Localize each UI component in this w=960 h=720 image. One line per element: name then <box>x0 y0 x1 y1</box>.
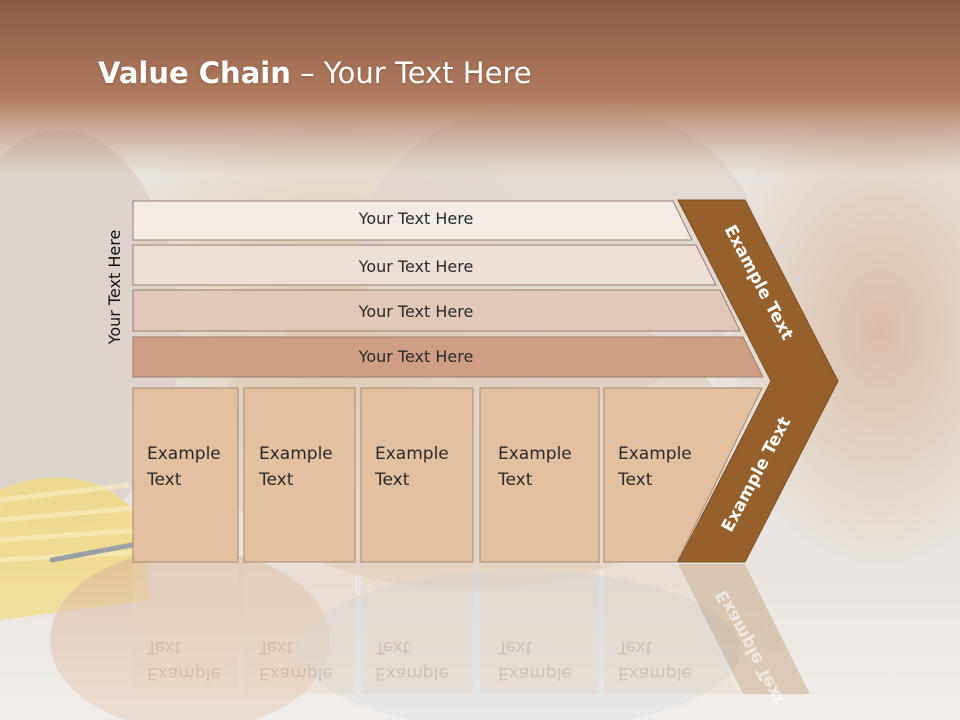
box-2-reflection <box>244 564 355 694</box>
box-3-reflection <box>361 564 473 694</box>
band-2-shape <box>132 244 717 286</box>
box-3: Example Text <box>360 387 474 563</box>
box-2-label-line2: Text <box>258 470 294 490</box>
box-2-label-line1: Example <box>259 444 333 464</box>
box-3-label-line1: Example <box>375 444 449 464</box>
box-1-reflection-line2: Text <box>146 637 182 657</box>
box-1-label-line1: Example <box>147 444 221 464</box>
box-4-shape <box>479 387 600 563</box>
box-1-reflection <box>133 564 238 694</box>
box-2-reflection-line2: Text <box>258 637 294 657</box>
box-4-reflection <box>480 564 599 694</box>
box-2-reflection-line1: Example <box>259 663 333 683</box>
box-4-label-line2: Text <box>497 470 533 490</box>
box-5: Example Text <box>603 387 763 563</box>
box-3-reflection-line1: Example <box>375 663 449 683</box>
box-1-reflection-line1: Example <box>147 663 221 683</box>
box-3-label-line2: Text <box>374 470 410 490</box>
band-3-shape <box>132 289 741 332</box>
box-1: Example Text <box>132 387 239 563</box>
box-1-shape <box>132 387 239 563</box>
chevron-shape <box>677 199 839 563</box>
title-bold: Value Chain <box>98 56 291 90</box>
box-5-shape <box>603 387 763 563</box>
box-4-label-line1: Example <box>498 444 572 464</box>
band-3-label: Your Text Here <box>358 302 474 321</box>
box-5-reflection-line1: Example <box>618 663 692 683</box>
box-4-reflection-line2: Text <box>497 637 533 657</box>
chevron-reflection <box>678 564 810 694</box>
box-3-reflection-line2: Text <box>374 637 410 657</box>
band-2-label: Your Text Here <box>358 257 474 276</box>
box-4-reflection-line1: Example <box>498 663 572 683</box>
box-3-shape <box>360 387 474 563</box>
box-2: Example Text <box>243 387 356 563</box>
diagram-reflection <box>133 564 810 694</box>
title-rest: – Your Text Here <box>290 56 532 90</box>
slide-title: Value Chain – Your Text Here <box>98 56 532 90</box>
band-1-shape <box>132 200 693 241</box>
box-5-reflection-line2: Text <box>617 637 653 657</box>
band-4-label: Your Text Here <box>358 347 474 366</box>
band-4-shape <box>132 336 764 378</box>
box-1-label-line2: Text <box>146 470 182 490</box>
box-2-shape <box>243 387 356 563</box>
box-5-reflection <box>604 564 740 694</box>
box-5-label-line2: Text <box>617 470 653 490</box>
band-4: Your Text Here <box>132 336 764 378</box>
band-2: Your Text Here <box>132 244 717 286</box>
band-3: Your Text Here <box>132 289 741 332</box>
band-1-label: Your Text Here <box>358 209 474 228</box>
band-1: Your Text Here <box>132 200 693 241</box>
box-4: Example Text <box>479 387 600 563</box>
box-5-label-line1: Example <box>618 444 692 464</box>
